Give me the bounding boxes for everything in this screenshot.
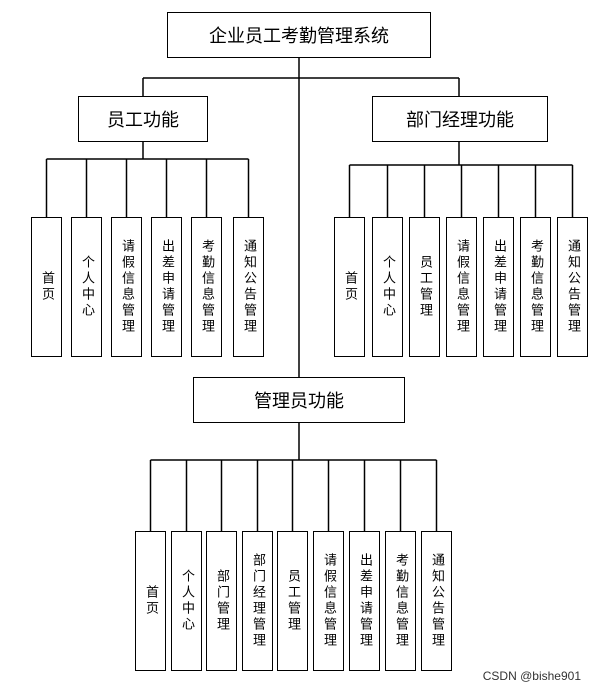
manager-leaf-node-label: 通知公告管理 (565, 239, 580, 335)
manager-leaf-node-label: 请假信息管理 (454, 239, 469, 335)
employee-leaf-node: 请假信息管理 (111, 217, 142, 357)
employee-leaf-node-label: 出差申请管理 (159, 239, 174, 335)
admin-leaf-node: 出差申请管理 (349, 531, 380, 671)
manager-leaf-node: 请假信息管理 (446, 217, 477, 357)
manager-leaf-node-label: 员工管理 (417, 255, 432, 319)
admin-leaf-node-label: 请假信息管理 (321, 553, 336, 649)
root-node: 企业员工考勤管理系统 (167, 12, 431, 58)
employee-group-node: 员工功能 (78, 96, 208, 142)
admin-leaf-node: 部门经理管理 (242, 531, 273, 671)
root-node-label: 企业员工考勤管理系统 (209, 26, 389, 47)
admin-leaf-node: 通知公告管理 (421, 531, 452, 671)
employee-leaf-node: 首页 (31, 217, 62, 357)
employee-leaf-node-label: 首页 (39, 271, 54, 303)
admin-leaf-node-label: 首页 (143, 585, 158, 617)
manager-group-node-label: 部门经理功能 (406, 110, 514, 131)
admin-leaf-node-label: 考勤信息管理 (393, 553, 408, 649)
manager-leaf-node: 个人中心 (372, 217, 403, 357)
manager-leaf-node: 通知公告管理 (557, 217, 588, 357)
admin-leaf-node-label: 个人中心 (179, 569, 194, 633)
admin-group-node-label: 管理员功能 (254, 391, 344, 412)
employee-group-node-label: 员工功能 (107, 110, 179, 131)
employee-leaf-node: 考勤信息管理 (191, 217, 222, 357)
manager-leaf-node-label: 考勤信息管理 (528, 239, 543, 335)
csdn-watermark: CSDN @bishe901 (482, 669, 581, 683)
employee-leaf-node-label: 通知公告管理 (241, 239, 256, 335)
admin-leaf-node: 考勤信息管理 (385, 531, 416, 671)
manager-leaf-node: 考勤信息管理 (520, 217, 551, 357)
employee-leaf-node: 个人中心 (71, 217, 102, 357)
manager-leaf-node: 出差申请管理 (483, 217, 514, 357)
manager-leaf-node: 员工管理 (409, 217, 440, 357)
manager-leaf-node-label: 首页 (342, 271, 357, 303)
manager-group-node: 部门经理功能 (372, 96, 548, 142)
admin-leaf-node-label: 部门经理管理 (250, 553, 265, 649)
admin-leaf-node: 首页 (135, 531, 166, 671)
manager-leaf-node-label: 出差申请管理 (491, 239, 506, 335)
manager-leaf-node-label: 个人中心 (380, 255, 395, 319)
employee-leaf-node-label: 请假信息管理 (119, 239, 134, 335)
admin-leaf-node-label: 通知公告管理 (429, 553, 444, 649)
admin-leaf-node: 请假信息管理 (313, 531, 344, 671)
employee-leaf-node-label: 个人中心 (79, 255, 94, 319)
admin-leaf-node: 员工管理 (277, 531, 308, 671)
manager-leaf-node: 首页 (334, 217, 365, 357)
admin-leaf-node-label: 部门管理 (214, 569, 229, 633)
employee-leaf-node: 出差申请管理 (151, 217, 182, 357)
admin-leaf-node: 部门管理 (206, 531, 237, 671)
employee-leaf-node: 通知公告管理 (233, 217, 264, 357)
admin-group-node: 管理员功能 (193, 377, 405, 423)
admin-leaf-node: 个人中心 (171, 531, 202, 671)
employee-leaf-node-label: 考勤信息管理 (199, 239, 214, 335)
admin-leaf-node-label: 员工管理 (285, 569, 300, 633)
admin-leaf-node-label: 出差申请管理 (357, 553, 372, 649)
